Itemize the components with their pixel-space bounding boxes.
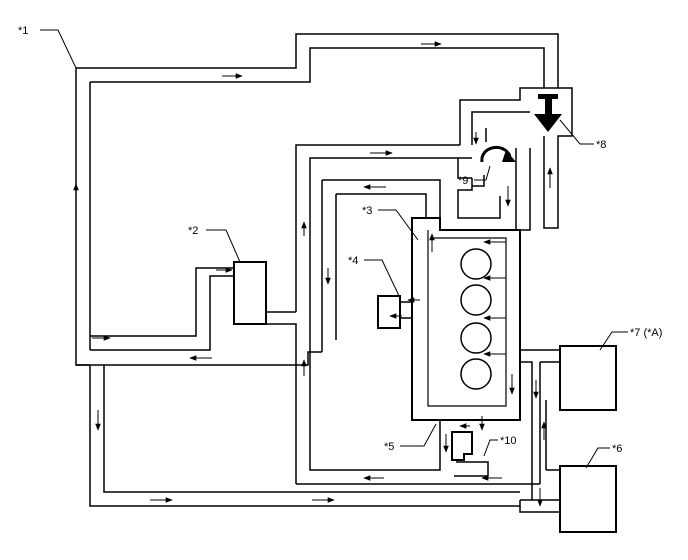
callout-7: *7 (*A)	[630, 327, 662, 339]
callout-5: *5	[384, 441, 394, 453]
pump-rotation-icon	[502, 150, 516, 162]
callout-1: *1	[18, 25, 28, 37]
engine-block	[411, 217, 521, 421]
cylinder-2	[460, 284, 492, 316]
callout-6: *6	[612, 443, 622, 455]
callout-10: *10	[500, 435, 517, 447]
callout-leaders	[40, 29, 628, 469]
flow-arrows	[73, 41, 553, 507]
lower-pipes	[89, 312, 560, 513]
callout-8: *8	[596, 139, 606, 151]
cylinder-1	[460, 248, 492, 280]
thermostat-valve-icon	[534, 94, 562, 132]
water-pump-region	[457, 128, 531, 231]
water-inlet-housing	[451, 431, 473, 461]
cylinder-4	[460, 358, 492, 390]
thermostat-housing	[295, 87, 573, 312]
callout-2: *2	[188, 225, 198, 237]
radiator	[559, 465, 617, 533]
cylinder-3	[460, 322, 492, 354]
callout-3: *3	[362, 205, 372, 217]
upper-return-pipe	[76, 267, 322, 366]
reservoir-tank	[559, 345, 617, 411]
oil-cooler	[377, 295, 412, 329]
heater-core	[233, 261, 297, 484]
bypass-pipes	[321, 179, 441, 352]
callout-4: *4	[348, 255, 358, 267]
callout-9: *9	[458, 175, 468, 187]
